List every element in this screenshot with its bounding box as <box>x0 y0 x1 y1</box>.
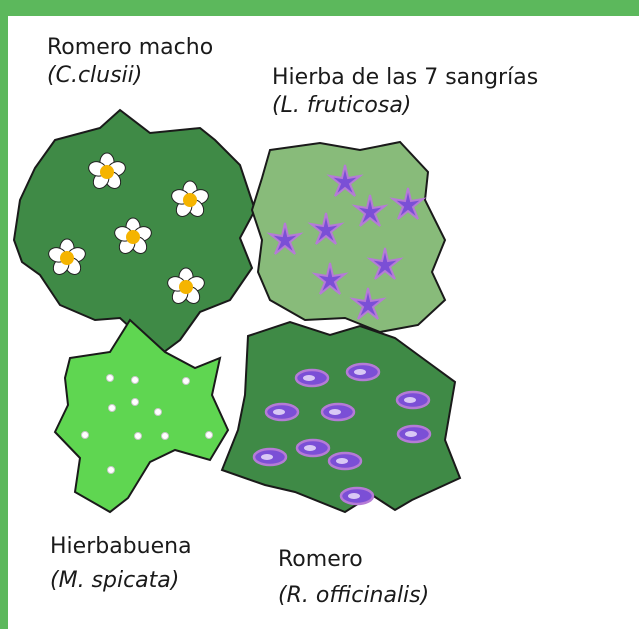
small-dot-icon <box>182 377 190 385</box>
purple-oval-flower-icon <box>264 402 300 422</box>
small-dot-icon <box>154 408 162 416</box>
purple-oval-flower-icon <box>252 447 288 467</box>
shrub-romero <box>220 320 462 514</box>
scientific-name: (L. fruticosa) <box>272 93 412 118</box>
small-dot-icon <box>81 431 89 439</box>
purple-oval-flower-icon <box>396 424 432 444</box>
purple-oval-flower-icon <box>339 486 375 506</box>
small-dot-icon <box>108 404 116 412</box>
small-dot-icon <box>107 466 115 474</box>
small-dot-icon <box>161 432 169 440</box>
small-dot-icon <box>205 431 213 439</box>
small-dot-icon <box>131 376 139 384</box>
label-hierbabuena: Hierbabuena (M. spicata) <box>50 533 192 595</box>
scientific-name: (M. spicata) <box>50 568 180 593</box>
purple-oval-flower-icon <box>395 390 431 410</box>
small-dot-icon <box>131 398 139 406</box>
shrub-hierba-7-sangrias <box>250 140 447 334</box>
common-name: Romero macho <box>47 35 214 60</box>
purple-oval-flower-icon <box>327 451 363 471</box>
shrub-romero-macho <box>12 108 257 357</box>
common-name: Romero <box>278 547 363 572</box>
common-name: Hierbabuena <box>50 534 192 559</box>
purple-oval-flower-icon <box>294 368 330 388</box>
shrub-hierbabuena <box>53 318 230 514</box>
small-dot-icon <box>106 374 114 382</box>
common-name: Hierba de las 7 sangrías <box>272 65 539 90</box>
purple-oval-flower-icon <box>295 438 331 458</box>
label-romero: Romero (R. officinalis) <box>278 546 429 610</box>
purple-oval-flower-icon <box>345 362 381 382</box>
label-romero-macho: Romero macho (C.clusii) <box>47 34 213 90</box>
scientific-name: (C.clusii) <box>47 63 143 88</box>
scientific-name: (R. officinalis) <box>278 583 430 608</box>
label-hierba-7-sangrias: Hierba de las 7 sangrías (L. fruticosa) <box>272 64 538 120</box>
purple-oval-flower-icon <box>320 402 356 422</box>
small-dot-icon <box>134 432 142 440</box>
